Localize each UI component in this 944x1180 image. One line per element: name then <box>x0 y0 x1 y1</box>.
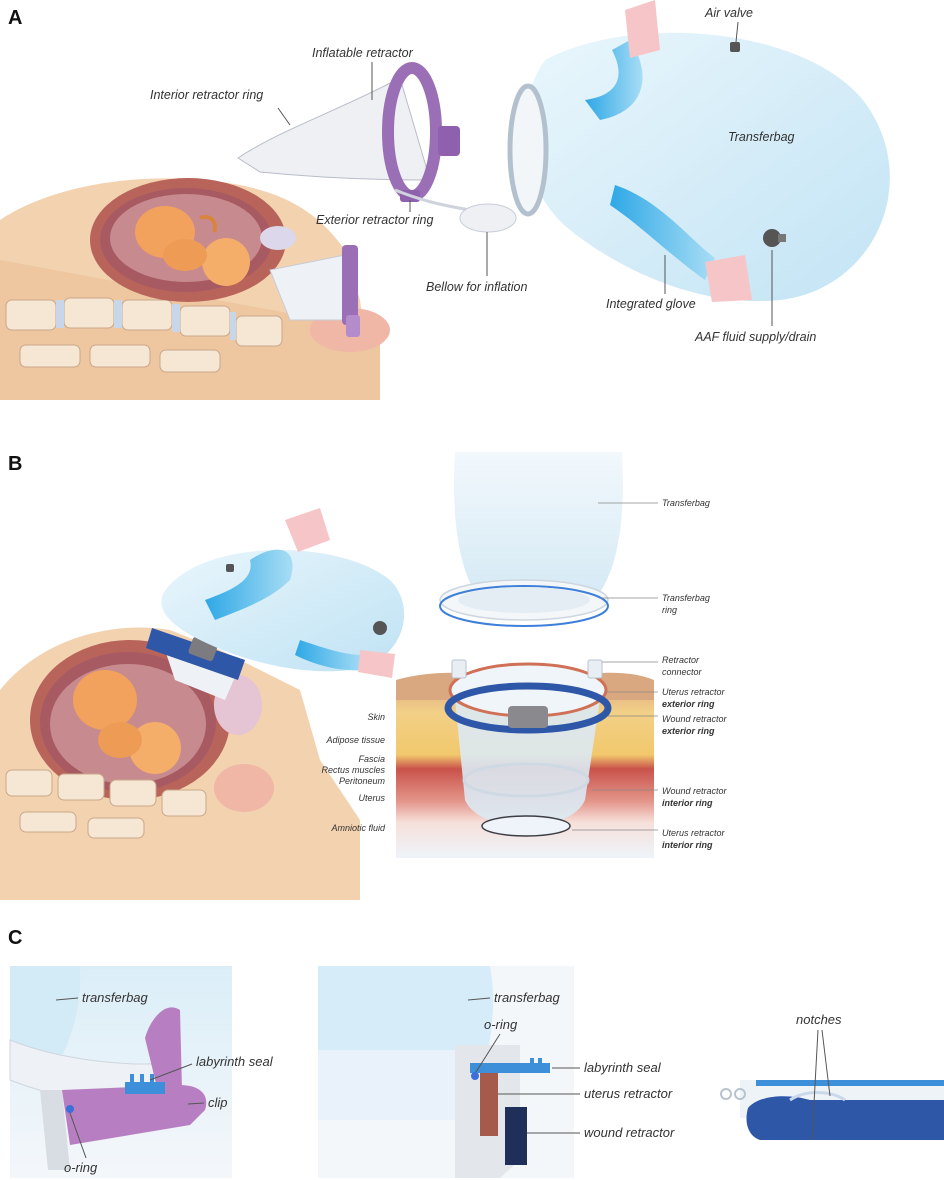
transferbag-b-small <box>161 508 405 678</box>
label-c-left-o-ring: o-ring <box>64 1160 98 1175</box>
label-uterus-retractor-int-2: interior ring <box>662 840 713 850</box>
retractor-cylinder-b <box>444 659 612 837</box>
label-interior-retractor-ring: Interior retractor ring <box>150 88 263 102</box>
label-wound-retractor-int-2: interior ring <box>662 798 713 808</box>
label-aaf-fluid-supply-drain: AAF fluid supply/drain <box>694 330 816 344</box>
inflatable-retractor <box>237 62 517 233</box>
panel-b-letter: B <box>8 453 22 475</box>
patient-cross-section-b <box>0 508 405 900</box>
label-adipose-tissue: Adipose tissue <box>325 735 385 745</box>
panel-c-middle-detail <box>318 966 574 1178</box>
label-wound-retractor-ext-1: Wound retractor <box>662 714 728 724</box>
label-uterus-retractor-int-1: Uterus retractor <box>662 828 726 838</box>
panel-a: A <box>0 0 890 400</box>
fetus-b-icon <box>73 670 181 774</box>
glove-upper-icon <box>585 0 660 120</box>
panel-c-middle-labels: transferbag o-ring labyrinth seal uterus… <box>467 990 675 1140</box>
label-c-right-notches: notches <box>796 1012 842 1027</box>
label-uterus-retractor-ext-2: exterior ring <box>662 699 715 709</box>
panel-c: C transferbag labyrinth seal clip o-r <box>8 927 944 1178</box>
label-c-mid-uterus-retractor: uterus retractor <box>584 1086 673 1101</box>
label-exterior-retractor-ring: Exterior retractor ring <box>316 213 433 227</box>
panel-c-right-labels: notches <box>796 1012 842 1141</box>
label-retractor-connector-1: Retractor <box>662 655 700 665</box>
label-c-mid-o-ring: o-ring <box>484 1017 518 1032</box>
label-c-left-clip: clip <box>208 1095 228 1110</box>
label-wound-retractor-int-1: Wound retractor <box>662 786 728 796</box>
label-c-mid-labyrinth-seal: labyrinth seal <box>584 1060 662 1075</box>
panel-c-letter: C <box>8 927 22 949</box>
label-skin: Skin <box>367 712 385 722</box>
patient-cross-section-a <box>0 178 390 400</box>
glove-b-upper-icon <box>205 508 330 620</box>
panel-c-right-detail <box>720 1080 944 1140</box>
transferbag-a <box>507 0 890 302</box>
transferbag-b-large <box>439 452 623 627</box>
label-transferbag-a: Transferbag <box>728 130 795 144</box>
label-air-valve: Air valve <box>704 6 753 20</box>
tissue-block-b <box>396 659 654 858</box>
label-transferbag-b: Transferbag <box>662 498 710 508</box>
label-bellow-for-inflation: Bellow for inflation <box>426 280 527 294</box>
panel-a-letter: A <box>8 7 22 29</box>
label-c-left-labyrinth-seal: labyrinth seal <box>196 1054 274 1069</box>
label-wound-retractor-ext-2: exterior ring <box>662 726 715 736</box>
label-c-mid-wound-retractor: wound retractor <box>584 1125 675 1140</box>
panel-b-labels: Transferbag Transferbag ring Retractor c… <box>321 498 727 850</box>
label-fascia: Fascia <box>358 754 385 764</box>
label-rectus-muscles: Rectus muscles <box>321 765 385 775</box>
label-uterus-retractor-ext-1: Uterus retractor <box>662 687 726 697</box>
fetus-icon <box>135 206 250 286</box>
glove-lower-icon <box>610 185 752 302</box>
label-peritoneum: Peritoneum <box>339 776 386 786</box>
glove-b-lower-icon <box>295 640 395 678</box>
label-c-mid-transferbag: transferbag <box>494 990 561 1005</box>
panel-b: B <box>0 452 728 900</box>
panel-c-left-labels: transferbag labyrinth seal clip o-ring <box>55 990 274 1175</box>
label-transferbag-ring-1: Transferbag <box>662 593 710 603</box>
label-amniotic-fluid: Amniotic fluid <box>330 823 386 833</box>
label-c-left-transferbag: transferbag <box>82 990 149 1005</box>
label-inflatable-retractor: Inflatable retractor <box>312 46 414 60</box>
panel-c-left-detail <box>9 966 232 1178</box>
label-uterus: Uterus <box>358 793 385 803</box>
label-transferbag-ring-2: ring <box>662 605 677 615</box>
panel-a-labels: Air valve Inflatable retractor Interior … <box>150 6 816 344</box>
label-retractor-connector-2: connector <box>662 667 703 677</box>
label-integrated-glove: Integrated glove <box>606 297 696 311</box>
